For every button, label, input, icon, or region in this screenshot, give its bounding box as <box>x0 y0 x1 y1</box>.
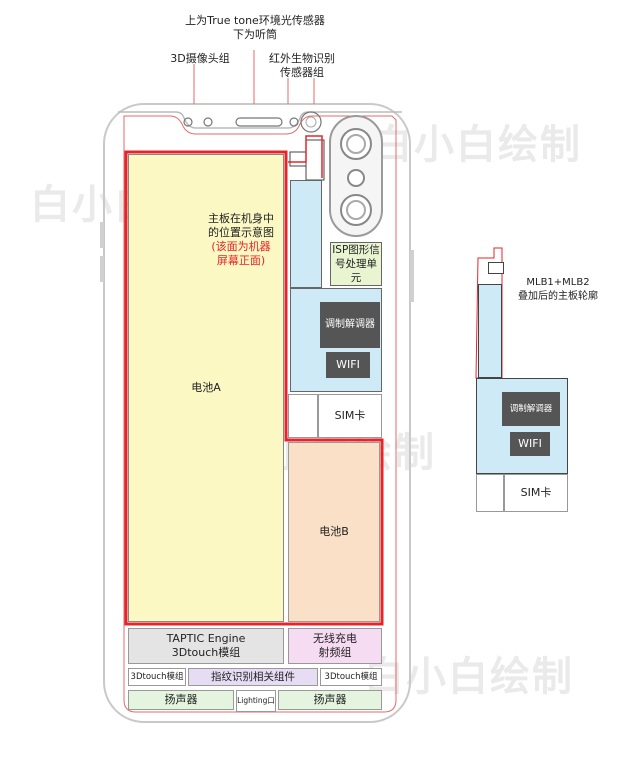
camera-3d-label: 3D摄像头组 <box>170 52 230 65</box>
board-note: 主板在机身中 的位置示意图 (该面为机器 屏幕正面) <box>196 212 286 268</box>
mlb-upper-blue <box>478 284 502 378</box>
sim-box: SIM卡 <box>318 394 382 438</box>
board-upper-blue <box>290 180 322 288</box>
mlb-title-line2: 叠加后的主板轮廓 <box>518 291 598 302</box>
mlb-title: MLB1+MLB2 叠加后的主板轮廓 <box>508 276 608 304</box>
isp-box: ISP图形信 号处理单元 <box>330 242 382 286</box>
speaker-right-label: 扬声器 <box>313 693 347 706</box>
fingerprint-box: 指纹识别相关组件 <box>188 668 318 686</box>
sim-spacer-box <box>288 394 318 438</box>
mlb-sim-box: SIM卡 <box>504 474 568 512</box>
mlb-wifi-chip: WIFI <box>510 432 550 456</box>
speaker-left-label: 扬声器 <box>164 693 198 706</box>
ir-sensor-label-line2: 传感器组 <box>280 66 324 79</box>
taptic-label-line1: TAPTIC Engine <box>166 632 246 645</box>
ir-sensor-label-line1: 红外生物识别 <box>269 52 335 65</box>
wireless-label-line1: 无线充电 <box>313 632 357 645</box>
wifi-chip-label: WIFI <box>336 358 360 371</box>
battery-a-label: 电池A <box>191 381 221 394</box>
speaker-left-box: 扬声器 <box>128 690 234 710</box>
watermark: 白小白绘制 <box>364 654 574 700</box>
ir-sensor-label: 红外生物识别 传感器组 <box>262 52 342 80</box>
modem-chip: 调制解调器 <box>320 302 380 348</box>
taptic-box: TAPTIC Engine 3Dtouch模组 <box>128 628 284 664</box>
mlb-sim-spacer <box>476 474 504 512</box>
mlb-sim-label: SIM卡 <box>520 486 552 499</box>
board-note-line2: 的位置示意图 <box>208 226 274 239</box>
truetone-label-line2: 下为听筒 <box>233 28 277 41</box>
truetone-label-line1: 上为True tone环境光传感器 <box>185 14 325 27</box>
truetone-label: 上为True tone环境光传感器 下为听筒 <box>170 14 340 42</box>
touch-left-box: 3Dtouch模组 <box>128 668 186 686</box>
battery-a: 电池A <box>128 154 284 622</box>
wireless-label-line2: 射频组 <box>318 646 352 659</box>
touch-left-label: 3Dtouch模组 <box>130 672 184 682</box>
lightning-box: Lighting口 <box>236 690 276 712</box>
lightning-label: Lighting口 <box>237 696 275 705</box>
wireless-box: 无线充电 射频组 <box>288 628 382 664</box>
battery-b-label: 电池B <box>319 525 349 538</box>
modem-chip-label: 调制解调器 <box>325 319 375 330</box>
mlb-modem-chip: 调制解调器 <box>502 392 560 426</box>
mlb-wifi-label: WIFI <box>518 437 542 450</box>
board-note-line3: (该面为机器 <box>211 240 271 253</box>
fingerprint-label: 指纹识别相关组件 <box>211 671 295 683</box>
isp-label-line2: 号处理单元 <box>335 258 377 284</box>
mlb-modem-label: 调制解调器 <box>509 404 553 414</box>
battery-b: 电池B <box>288 442 380 622</box>
speaker-right-box: 扬声器 <box>278 690 382 710</box>
taptic-label-line2: 3Dtouch模组 <box>171 646 241 659</box>
isp-label-line1: ISP图形信 <box>332 244 380 256</box>
touch-right-box: 3Dtouch模组 <box>320 668 382 686</box>
board-note-line4: 屏幕正面) <box>216 254 266 267</box>
touch-right-label: 3Dtouch模组 <box>324 672 378 682</box>
sim-label: SIM卡 <box>334 409 366 422</box>
mlb-small-tab <box>488 262 504 274</box>
mlb-title-line1: MLB1+MLB2 <box>526 277 590 288</box>
board-note-line1: 主板在机身中 <box>208 212 274 225</box>
wifi-chip: WIFI <box>326 352 370 378</box>
